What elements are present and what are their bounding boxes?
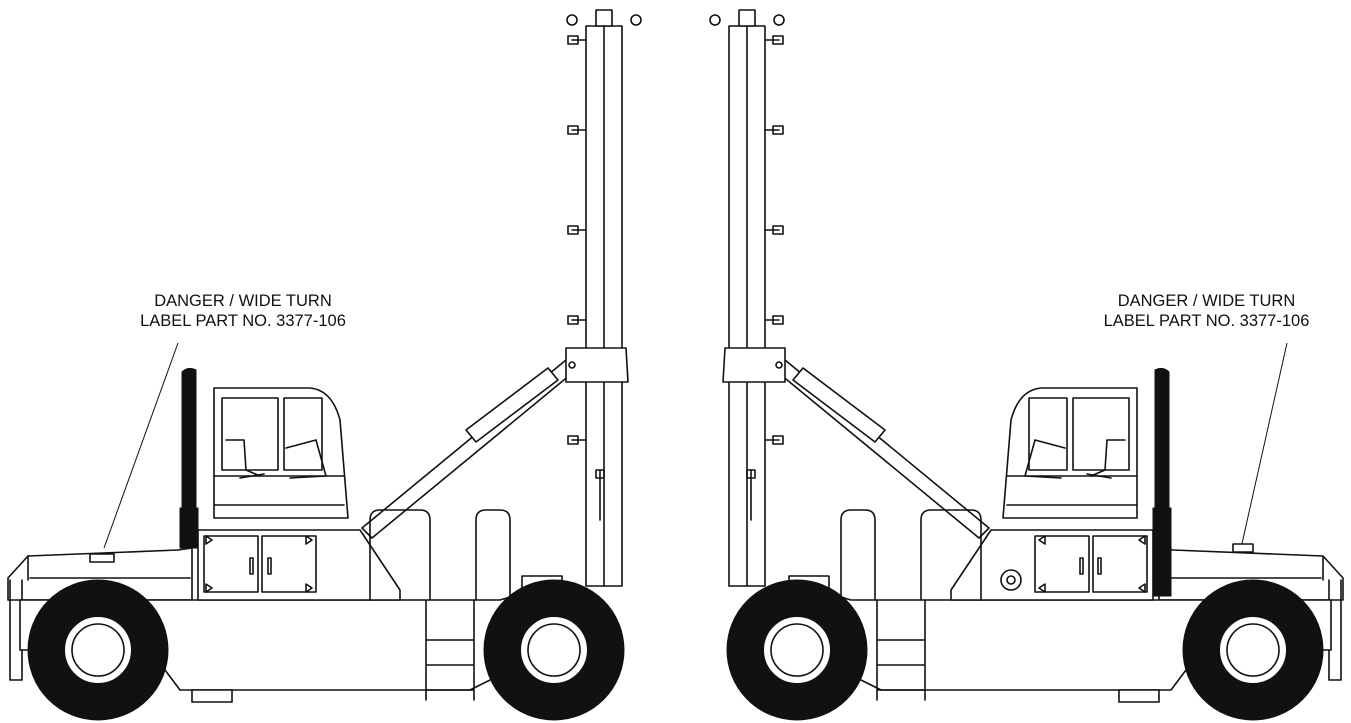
left-callout-line1: DANGER / WIDE TURN [154,292,332,310]
right-lift-cylinder [792,367,886,443]
left-truck [7,9,642,721]
right-front-wheel [726,579,868,721]
right-callout-line1: DANGER / WIDE TURN [1117,292,1296,310]
left-front-wheel [483,579,625,721]
right-callout-line2: LABEL PART NO. 3377-106 [1103,312,1310,330]
right-mast-bracket [722,347,786,383]
left-exhaust-stack [181,367,197,511]
right-label-callout: DANGER / WIDE TURN LABEL PART NO. 3377-1… [1069,291,1344,331]
left-lift-cylinder [465,367,559,443]
left-danger-label [89,553,115,563]
left-cab [213,387,349,519]
left-label-callout: DANGER / WIDE TURN LABEL PART NO. 3377-1… [140,291,346,331]
left-rear-wheel [27,579,169,721]
right-rear-wheel [1182,579,1324,721]
right-leader-line [1240,342,1288,549]
left-callout-line2: LABEL PART NO. 3377-106 [140,312,346,330]
right-truck [709,9,1344,721]
right-exhaust-stack [1154,367,1170,511]
left-mast-bracket [565,347,629,383]
left-engine-hood [197,529,401,601]
right-danger-label [1232,543,1254,553]
left-leader-line [103,342,179,549]
right-cab [1002,387,1138,519]
